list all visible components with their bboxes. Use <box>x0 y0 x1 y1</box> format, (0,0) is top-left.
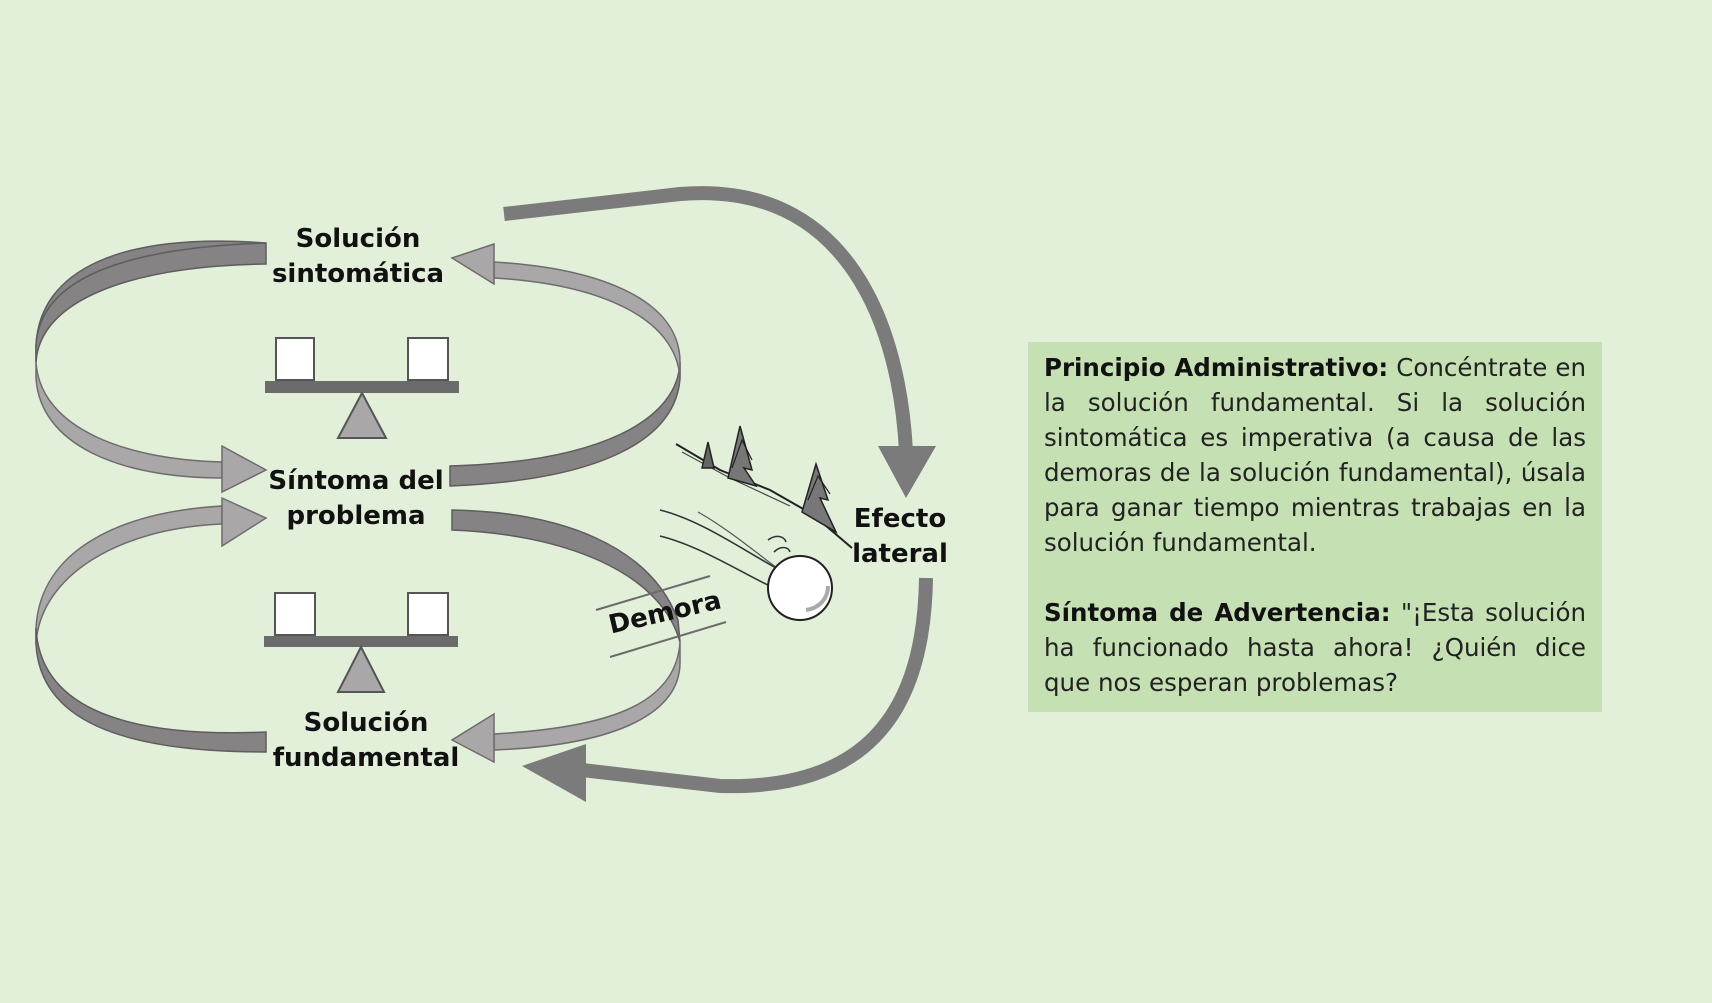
lower-loop-light-left <box>35 505 223 645</box>
side-effect-arrow <box>503 186 913 453</box>
snowball-slope-icon <box>659 425 853 621</box>
warning-symptom-paragraph: Síntoma de Advertencia: "¡Esta solución … <box>1044 595 1586 700</box>
side-effect-arrow-return <box>581 577 933 794</box>
delay-line-bottom <box>609 621 727 658</box>
arrowhead-to-sintoma-lower <box>221 496 268 548</box>
upper-loop-dark-ribbon-body <box>35 242 267 363</box>
management-principle-box: Principio Administrativo: Concéntrate en… <box>1028 342 1602 712</box>
upper-loop-dark-right <box>449 361 681 487</box>
management-principle-paragraph: Principio Administrativo: Concéntrate en… <box>1044 350 1586 560</box>
upper-loop-light-right <box>493 261 681 379</box>
problem-symptom-label-line2: problema <box>286 501 426 531</box>
arrowhead-to-solucion-fundamental <box>450 712 495 764</box>
upper-loop-light-ribbon-left <box>35 361 223 479</box>
side-effect-arrowhead-down <box>878 446 936 498</box>
side-effect-arrowhead-left <box>522 744 586 802</box>
warning-symptom-text: "¡Esta solución ha funcionado hasta ahor… <box>1044 598 1586 697</box>
side-effect-label: Efecto lateral <box>840 502 960 572</box>
lower-loop-dark-right <box>451 509 681 643</box>
side-effect-label-line1: Efecto <box>853 504 947 534</box>
fundamental-solution-label-line2: fundamental <box>272 743 460 773</box>
lower-balance-scale-icon <box>264 592 458 693</box>
lower-loop-dark-left <box>35 627 267 753</box>
symptomatic-solution-label-line2: sintomática <box>271 259 445 289</box>
side-effect-label-line2: lateral <box>852 539 948 569</box>
fundamental-solution-label: Solución fundamental <box>246 706 486 776</box>
problem-symptom-label: Síntoma del problema <box>236 464 476 534</box>
delay-line-top <box>595 575 711 611</box>
lower-loop-light-right <box>493 641 681 751</box>
fundamental-solution-label-line1: Solución <box>303 708 429 738</box>
problem-symptom-label-line1: Síntoma del <box>268 466 444 496</box>
symptomatic-solution-label: Solución sintomática <box>238 222 478 292</box>
arrowhead-to-sintoma-upper <box>221 444 268 494</box>
management-principle-text: Concéntrate en la solución fundamental. … <box>1044 353 1586 557</box>
warning-symptom-title: Síntoma de Advertencia: <box>1044 598 1391 627</box>
symptomatic-solution-label-line1: Solución <box>295 224 421 254</box>
arrowhead-to-solucion-sintomatica <box>450 242 495 286</box>
upper-balance-scale-icon <box>265 337 459 439</box>
management-principle-title: Principio Administrativo: <box>1044 353 1389 382</box>
